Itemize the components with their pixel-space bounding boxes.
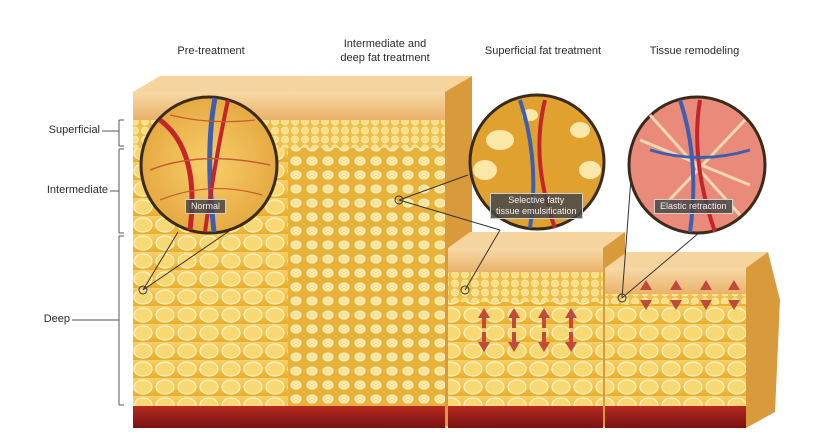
callout-normal: Normal [185, 199, 227, 214]
title-superficial-fat: Superficial fat treatment [484, 45, 602, 57]
title-pre-treatment: Pre-treatment [177, 45, 245, 57]
title-intermediate-deep: Intermediate and deep fat treatment [340, 38, 430, 64]
layer-label-superficial: Superficial [48, 124, 100, 136]
layer-brackets [72, 119, 124, 406]
callout-elastic-retraction: Elastic retraction [654, 199, 733, 214]
block-superficial-fat [448, 232, 625, 428]
callout-emulsification-line1: Selective fatty [508, 195, 565, 205]
layer-label-deep: Deep [43, 313, 70, 325]
block-intermediate-deep [288, 76, 472, 428]
title-tissue-remodeling: Tissue remodeling [649, 45, 740, 57]
layer-label-intermediate: Intermediate [46, 184, 108, 196]
callout-emulsification-line2: tissue emulsification [496, 206, 577, 216]
block-tissue-remodeling [605, 252, 780, 428]
callout-emulsification: Selective fatty tissue emulsification [490, 193, 583, 219]
